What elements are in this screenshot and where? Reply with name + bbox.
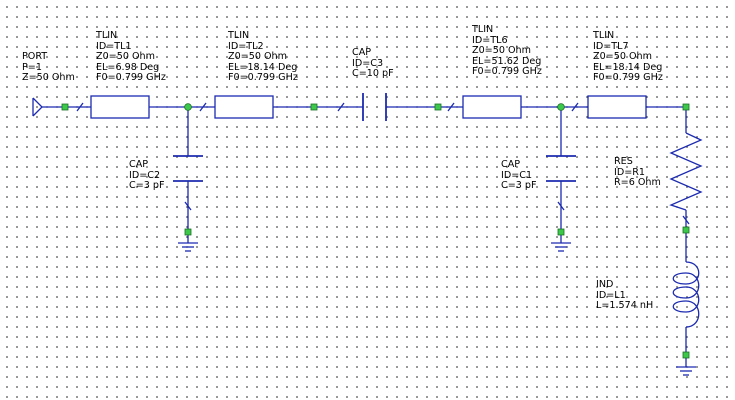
tlin-tl6-label: TLIN ID=TL6 Z0=50 Ohm EL=51.62 Deg F0=0.… <box>472 24 542 78</box>
tlin-param: EL=18.14 Deg <box>593 61 663 73</box>
res-r1-label: RES ID=R1 R=6 Ohm <box>614 156 661 189</box>
pin-tick-marks <box>76 102 690 225</box>
port-type: PORT <box>22 51 48 62</box>
tlin-tl2-symbol[interactable] <box>214 95 274 119</box>
cap-c3-symbol[interactable] <box>362 93 387 121</box>
cap-param: ID=C2 <box>129 169 161 181</box>
tlin-param: ID=TL2 <box>228 40 264 52</box>
cap-type: CAP <box>129 159 149 170</box>
cap-c2-label: CAP ID=C2 C=3 pF <box>129 159 165 192</box>
tlin-param: F0=0.799 GHz <box>472 66 542 78</box>
tlin-tl7-symbol[interactable] <box>587 95 647 119</box>
tlin-param: EL=18.14 Deg <box>228 61 298 73</box>
tlin-tl2-label: TLIN ID=TL2 Z0=50 Ohm EL=18.14 Deg F0=0.… <box>228 30 298 84</box>
tlin-param: ID=TL1 <box>96 40 132 52</box>
cap-param: ID=C1 <box>501 169 533 181</box>
tlin-type: TLIN <box>228 30 250 41</box>
ind-param: ID=L1 <box>596 289 626 301</box>
cap-c1-label: CAP ID=C1 C=3 pF <box>501 159 537 192</box>
tlin-tl1-symbol[interactable] <box>90 95 150 119</box>
tlin-param: F0=0.799 GHz <box>96 72 166 84</box>
cap-param: C=3 pF <box>129 180 165 192</box>
tlin-param: F0=0.799 GHz <box>593 72 663 84</box>
tlin-tl6-symbol[interactable] <box>462 95 522 119</box>
res-param: R=6 Ohm <box>614 177 661 189</box>
tlin-param: Z0=50 Ohm <box>593 51 652 63</box>
tlin-param: ID=TL6 <box>472 34 508 46</box>
ground-l1-icon <box>676 355 696 376</box>
tlin-param: EL=51.62 Deg <box>472 55 542 67</box>
port-label: PORT P=1 Z=50 Ohm <box>22 51 75 84</box>
port-symbol[interactable] <box>32 97 43 117</box>
tlin-tl7-label: TLIN ID=TL7 Z0=50 Ohm EL=18.14 Deg F0=0.… <box>593 30 663 84</box>
tlin-param: EL=6.98 Deg <box>96 61 160 73</box>
connection-nodes <box>61 103 690 359</box>
cap-param: C=10 pF <box>352 68 394 80</box>
cap-param: C=3 pF <box>501 180 537 192</box>
tlin-param: F0=0.799 GHz <box>228 72 298 84</box>
cap-c2-symbol[interactable] <box>173 107 203 232</box>
cap-c1-symbol[interactable] <box>546 107 576 232</box>
ind-param: L=1.574 nH <box>596 300 654 312</box>
port-param: Z=50 Ohm <box>22 72 75 84</box>
cap-c3-label: CAP ID=C3 C=10 pF <box>352 47 394 80</box>
tlin-type: TLIN <box>472 24 494 35</box>
tlin-type: TLIN <box>96 30 118 41</box>
cap-param: ID=C3 <box>352 57 384 69</box>
port-param: P=1 <box>22 61 42 73</box>
tlin-param: ID=TL7 <box>593 40 629 52</box>
res-param: ID=R1 <box>614 166 646 178</box>
res-r1-symbol[interactable] <box>669 107 703 230</box>
tlin-tl1-label: TLIN ID=TL1 Z0=50 Ohm EL=6.98 Deg F0=0.7… <box>96 30 166 84</box>
ind-type: IND <box>596 279 614 290</box>
cap-type: CAP <box>501 159 521 170</box>
ind-l1-label: IND ID=L1 L=1.574 nH <box>596 279 654 312</box>
tlin-type: TLIN <box>593 30 615 41</box>
ind-l1-symbol[interactable] <box>672 230 700 355</box>
tlin-param: Z0=50 Ohm <box>96 51 155 63</box>
tlin-param: Z0=50 Ohm <box>228 51 287 63</box>
res-type: RES <box>614 156 633 167</box>
tlin-param: Z0=50 Ohm <box>472 45 531 57</box>
cap-type: CAP <box>352 47 372 58</box>
